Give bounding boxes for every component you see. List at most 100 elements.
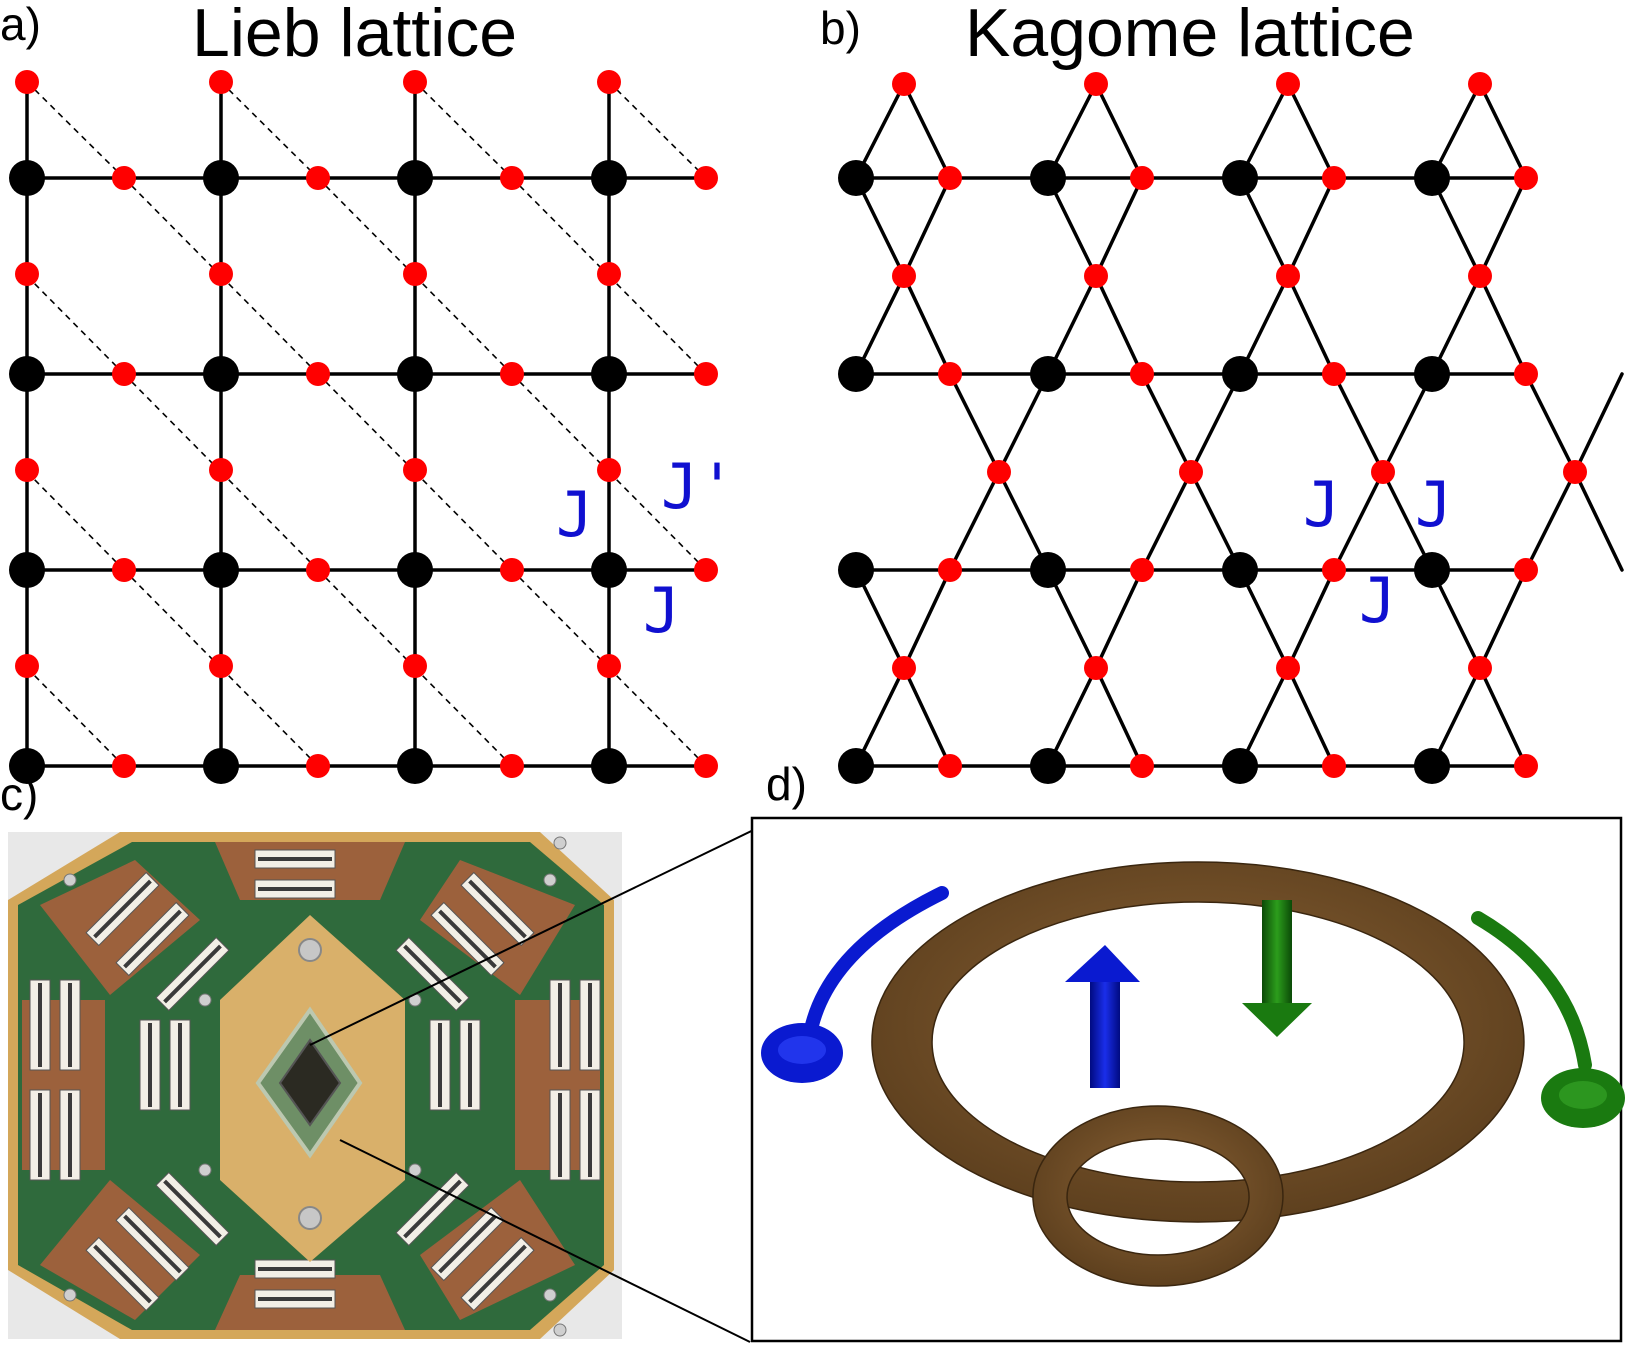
flex-connector bbox=[85, 1236, 160, 1312]
flex-connectors bbox=[29, 836, 601, 1337]
lieb-dashed-bond bbox=[26, 275, 125, 375]
lieb-major-site bbox=[591, 552, 627, 588]
kagome-bond bbox=[1573, 372, 1624, 474]
panel-d-label: d) bbox=[766, 758, 807, 810]
copper-pad bbox=[40, 1180, 200, 1320]
flex-connector bbox=[254, 1259, 336, 1279]
kagome-major-site bbox=[1222, 160, 1258, 196]
lieb-dashed-bond bbox=[220, 667, 319, 767]
flex-connector bbox=[29, 1089, 51, 1181]
kagome-major-site bbox=[1414, 552, 1450, 588]
lieb-minor-site bbox=[597, 262, 621, 286]
kagome-minor-site bbox=[1514, 166, 1538, 190]
kagome-bond bbox=[1140, 470, 1193, 572]
mount-screw-top bbox=[298, 938, 322, 962]
lieb-dashed-bond bbox=[414, 667, 513, 767]
kagome-bond bbox=[1430, 666, 1482, 768]
connector-pins bbox=[123, 909, 182, 969]
connector-pins bbox=[468, 879, 527, 939]
kagome-minor-site bbox=[1276, 72, 1300, 96]
flex-connector bbox=[579, 979, 601, 1071]
kagome-bond bbox=[1238, 274, 1290, 376]
lieb-minor-site bbox=[209, 70, 233, 94]
lieb-minor-site bbox=[694, 362, 718, 386]
panel-a-label: a) bbox=[0, 0, 41, 50]
kagome-bond bbox=[902, 176, 952, 278]
lieb-major-site bbox=[397, 356, 433, 392]
lieb-minor-site bbox=[694, 754, 718, 778]
connector-pins bbox=[38, 983, 42, 1067]
flex-connector bbox=[549, 1089, 571, 1181]
flex-connector bbox=[459, 1019, 481, 1111]
flex-connector bbox=[429, 1019, 451, 1111]
lieb-minor-site bbox=[306, 362, 330, 386]
lieb-dashed-bond bbox=[220, 275, 319, 375]
lieb-major-site bbox=[591, 748, 627, 784]
kagome-bond bbox=[902, 568, 952, 670]
blue-spin-head bbox=[1065, 945, 1140, 982]
kagome-minor-site bbox=[892, 264, 916, 288]
board-screw bbox=[543, 873, 557, 887]
kagome-minor-site bbox=[1514, 558, 1538, 582]
connector-pins bbox=[163, 944, 222, 1004]
kagome-bond bbox=[854, 568, 906, 670]
kagome-bond bbox=[1478, 274, 1528, 376]
connector-pins bbox=[403, 1179, 462, 1239]
kagome-minor-site bbox=[1084, 72, 1108, 96]
kagome-bond bbox=[1381, 470, 1434, 572]
board-screw bbox=[553, 1323, 567, 1337]
kagome-lattice bbox=[838, 72, 1624, 784]
flex-connector bbox=[59, 1089, 81, 1181]
lieb-dashed-bond bbox=[26, 471, 125, 571]
flex-connector bbox=[155, 936, 230, 1012]
lieb-dashed-bond bbox=[26, 81, 125, 179]
kagome-major-site bbox=[1414, 748, 1450, 784]
connector-pins bbox=[258, 857, 332, 861]
lieb-major-site bbox=[9, 160, 45, 196]
lieb-major-site bbox=[203, 356, 239, 392]
lieb-minor-site bbox=[500, 754, 524, 778]
kagome-bond bbox=[1286, 666, 1336, 768]
kagome-bond bbox=[1046, 176, 1098, 278]
green-spin-head bbox=[1242, 1003, 1312, 1037]
kagome-major-site bbox=[1414, 356, 1450, 392]
kagome-major-site bbox=[838, 356, 874, 392]
connector-pins bbox=[468, 1023, 472, 1107]
lieb-minor-site bbox=[403, 70, 427, 94]
kagome-minor-site bbox=[1084, 264, 1108, 288]
kagome-bond bbox=[1286, 274, 1336, 376]
kagome-minor-site bbox=[1276, 656, 1300, 680]
kagome-minor-site bbox=[938, 362, 962, 386]
lieb-major-site bbox=[9, 748, 45, 784]
connector-pins bbox=[258, 1267, 332, 1271]
kagome-minor-site bbox=[1468, 656, 1492, 680]
connector-pins bbox=[38, 1093, 42, 1177]
connector-pins bbox=[178, 1023, 182, 1107]
copper-pad bbox=[420, 1180, 575, 1320]
kagome-bond bbox=[1046, 274, 1098, 376]
flex-connector bbox=[169, 1019, 191, 1111]
connector-pins bbox=[403, 944, 462, 1004]
lieb-minor-site bbox=[500, 558, 524, 582]
lieb-dashed-bond bbox=[414, 81, 513, 179]
kagome-bond bbox=[1189, 372, 1242, 474]
flex-connector bbox=[549, 979, 571, 1071]
lieb-coupling-horizontal: J bbox=[643, 574, 680, 647]
kagome-coupling-left: J bbox=[1303, 468, 1340, 541]
lieb-dashed-bond bbox=[26, 667, 125, 767]
lieb-dashed-bond bbox=[608, 667, 707, 767]
connector-pins bbox=[588, 983, 592, 1067]
lieb-major-site bbox=[9, 356, 45, 392]
lieb-dashed-bond bbox=[220, 471, 319, 571]
zoom-line-top bbox=[309, 821, 771, 1046]
connector-pins bbox=[148, 1023, 152, 1107]
kagome-bond bbox=[1094, 666, 1144, 768]
lieb-minor-site bbox=[112, 754, 136, 778]
kagome-bond bbox=[997, 470, 1050, 572]
kagome-bond bbox=[1478, 568, 1528, 670]
kagome-major-site bbox=[1030, 356, 1066, 392]
kagome-bond bbox=[1094, 274, 1144, 376]
kagome-bond bbox=[997, 372, 1050, 474]
board-screw bbox=[63, 1288, 77, 1302]
kagome-minor-site bbox=[1322, 166, 1346, 190]
